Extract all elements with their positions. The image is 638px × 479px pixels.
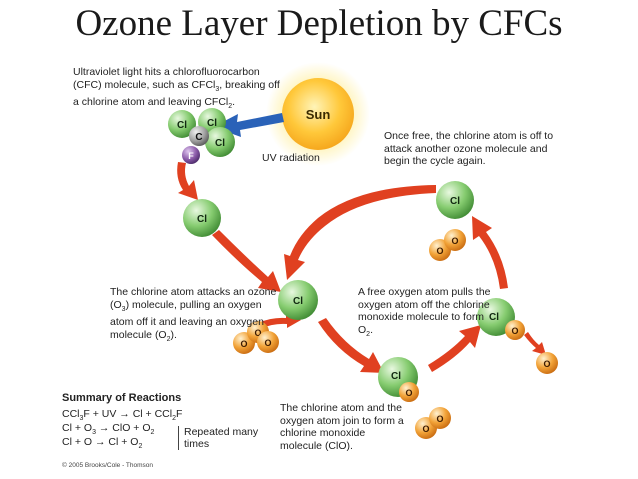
cfc-molecule: Cl Cl Cl C F	[168, 108, 235, 164]
cycle-arrows	[177, 162, 546, 373]
atom-c	[189, 126, 209, 146]
copyright: © 2005 Brooks/Cole - Thomson	[62, 462, 154, 469]
ozone-molecule: O O O	[233, 321, 279, 354]
svg-text:Cl: Cl	[489, 312, 499, 323]
caption-attacks-ozone: The chlorine atom attacks an ozone (O3) …	[110, 286, 277, 343]
arrow-cycle-again	[284, 185, 436, 280]
atom-cl-top	[436, 181, 474, 219]
atom-cl	[168, 110, 196, 138]
svg-text:O: O	[264, 338, 271, 348]
svg-text:O: O	[511, 326, 518, 336]
atom-cl	[205, 127, 235, 157]
reaction-3: Cl + O → Cl + O2	[62, 436, 143, 451]
uv-arrow	[213, 113, 284, 137]
atom-f	[182, 146, 200, 164]
svg-text:O: O	[254, 328, 261, 338]
atom-o	[444, 229, 466, 251]
svg-text:Cl: Cl	[391, 371, 401, 382]
oxygen-molecule-top: O O	[429, 229, 466, 261]
svg-text:O: O	[436, 414, 443, 424]
arrow-to-freed-o	[524, 332, 546, 355]
arrow-clo-to-reaction	[428, 325, 481, 372]
svg-text:Cl: Cl	[293, 296, 303, 307]
svg-text:O: O	[240, 339, 247, 349]
svg-text:O: O	[451, 236, 458, 246]
atom-cl-right	[477, 298, 515, 336]
svg-text:Cl: Cl	[197, 214, 207, 225]
slide-title: Ozone Layer Depletion by CFCs	[75, 3, 563, 44]
svg-text:O: O	[543, 359, 550, 369]
svg-text:C: C	[195, 132, 202, 143]
atom-o-clo	[399, 382, 419, 402]
svg-text:Cl: Cl	[177, 120, 187, 131]
summary-title: Summary of Reactions	[62, 392, 182, 404]
atom-o	[429, 407, 451, 429]
svg-text:F: F	[188, 151, 194, 161]
svg-text:Cl: Cl	[450, 196, 460, 207]
svg-text:O: O	[405, 388, 412, 398]
svg-text:Cl: Cl	[207, 118, 217, 129]
svg-text:Cl: Cl	[215, 138, 225, 149]
caption-free-oxygen: A free oxygen atom pulls the oxygen atom…	[358, 286, 491, 338]
reaction-2: Cl + O3 → ClO + O2	[62, 422, 155, 437]
arrow-cfc-to-cl	[177, 162, 198, 200]
arrow-reaction-to-cl	[472, 216, 508, 289]
atom-cl-free	[183, 199, 221, 237]
repeated-note: Repeated many times	[178, 426, 262, 450]
svg-text:O: O	[422, 424, 429, 434]
atom-cl-attack	[278, 280, 318, 320]
caption-uv-radiation: UV radiation	[262, 152, 320, 164]
oxygen-molecule: O O	[415, 407, 451, 439]
sun-label: Sun	[306, 107, 331, 122]
caption-once-free: Once free, the chlorine atom is off to a…	[384, 130, 554, 167]
atom-o	[257, 331, 279, 353]
atom-o-right	[505, 320, 525, 340]
atom-o-freed	[536, 352, 558, 374]
arrow-cl-to-attack	[212, 230, 281, 292]
caption-join: The chlorine atom and the oxygen atom jo…	[280, 402, 404, 452]
caption-uv-hits: Ultraviolet light hits a chlorofluorocar…	[73, 66, 280, 111]
arrow-attack-to-clo	[318, 318, 384, 373]
svg-text:O: O	[436, 246, 443, 256]
sun-icon	[282, 78, 354, 150]
reaction-1: CCl3F + UV → Cl + CCl2F	[62, 408, 183, 423]
